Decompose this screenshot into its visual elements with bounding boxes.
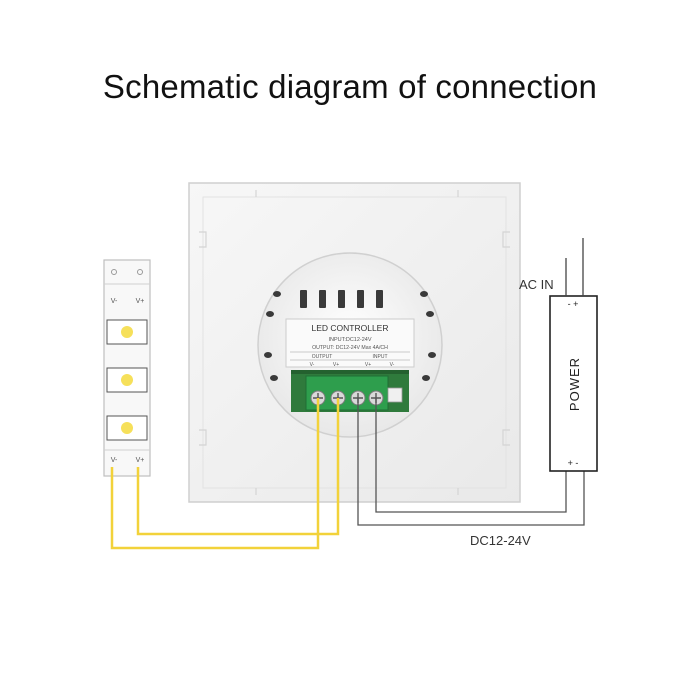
terminal-in-v-minus: V- — [390, 362, 395, 368]
power-supply: - + + - POWER — [549, 295, 598, 472]
power-bottom-terminals: + - — [568, 458, 579, 468]
led-output-wires — [110, 398, 340, 550]
dc-input-wires — [357, 398, 585, 526]
page-title: Schematic diagram of connection — [102, 68, 598, 105]
vent-slots — [300, 290, 383, 308]
side-vents — [264, 291, 436, 381]
controller-label: LED CONTROLLER — [312, 323, 389, 333]
strip-pad-top-v-plus: V+ — [136, 298, 145, 305]
panel-clips — [199, 190, 510, 495]
led-chip — [106, 319, 148, 345]
controller-label-plate — [285, 318, 415, 368]
led-chip — [106, 367, 148, 393]
controller-spec-input: INPUT:DC12-24V — [328, 337, 371, 343]
power-top-terminals: - + — [568, 299, 579, 309]
wire-dc-minus — [357, 398, 585, 526]
controller-spec-output: OUTPUT: DC12-24V Max 4A/CH — [312, 345, 388, 351]
strip-pad-bottom-v-minus: V- — [111, 457, 118, 464]
ac-input-wires — [565, 238, 584, 296]
wire-v-minus — [110, 398, 320, 550]
terminal-out-v-minus: V- — [310, 362, 315, 368]
strip-pad-top-v-minus: V- — [111, 298, 118, 305]
led-strip: V- V+ V- V+ — [103, 259, 151, 477]
input-label: INPUT — [373, 354, 388, 360]
wire-v-plus — [136, 398, 340, 536]
ac-in-label: AC IN — [519, 277, 554, 292]
dc-voltage-label: DC12-24V — [470, 533, 531, 548]
terminal-in-v-plus: V+ — [365, 362, 371, 368]
strip-pad-bottom-v-plus: V+ — [136, 457, 145, 464]
led-chip — [106, 415, 148, 441]
led-controller-module: LED CONTROLLER INPUT:DC12-24V OUTPUT: DC… — [257, 252, 443, 438]
terminal-out-v-plus: V+ — [333, 362, 339, 368]
wire-dc-plus — [375, 398, 567, 513]
output-label: OUTPUT — [312, 354, 333, 360]
power-label: POWER — [567, 357, 582, 411]
